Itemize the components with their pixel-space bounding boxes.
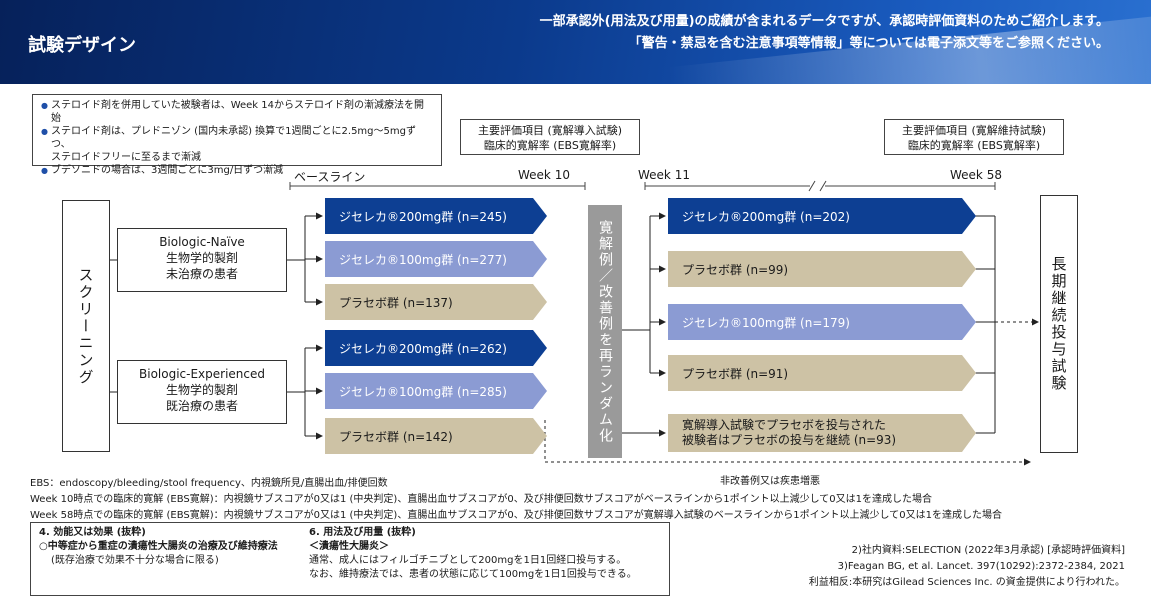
timeline-week10: Week 10 — [518, 168, 570, 182]
indication-dosage-box: 4. 効能又は効果 (抜粋) ○中等症から重症の潰瘍性大腸炎の治療及び維持療法 … — [30, 522, 670, 596]
maintenance-endpoint-box: 主要評価項目 (寛解維持試験) 臨床的寛解率 (EBS寛解率) — [884, 119, 1064, 155]
dosage-line: 通常、成人にはフィルゴチニブとして200mgを1日1回経口投与する。 — [309, 555, 627, 566]
screening-box: スクリーニング — [62, 200, 110, 452]
population-desc: 生物学的製剤 — [165, 383, 238, 397]
non-responder-label: 非改善例又は疾患増悪 — [720, 476, 820, 487]
references: 2)社内資料:SELECTION (2022年3月承認) [承認時評価資料] 3… — [809, 543, 1125, 591]
steroid-note-continued: ステロイドフリーに至るまで漸減 — [51, 152, 201, 163]
timeline-baseline: ベースライン — [294, 170, 366, 184]
maintenance-endpoint-line1: 主要評価項目 (寛解維持試験) — [901, 124, 1047, 137]
indication-section: 4. 効能又は効果 (抜粋) ○中等症から重症の潰瘍性大腸炎の治療及び維持療法 … — [39, 526, 278, 568]
dosage-heading: 6. 用法及び用量 (抜粋) — [309, 527, 416, 538]
induction-arm: プラセボ群 (n=142) — [325, 418, 547, 454]
long-term-label: 長期継続投与試験 — [1049, 256, 1068, 392]
maintenance-arm-line1: 寛解導入試験でプラセボを投与された — [682, 418, 887, 432]
timeline-week58: Week 58 — [950, 168, 1002, 182]
dosage-section: 6. 用法及び用量 (抜粋) ＜潰瘍性大腸炎＞ 通常、成人にはフィルゴチニブとし… — [309, 526, 637, 582]
reference: 3)Feagan BG, et al. Lancet. 397(10292):2… — [837, 561, 1125, 572]
induction-endpoint-line2: 臨床的寛解率 (EBS寛解率) — [483, 139, 617, 152]
maintenance-endpoint-line2: 臨床的寛解率 (EBS寛解率) — [907, 139, 1041, 152]
maintenance-arm: ジセレカ®200mg群 (n=202) — [668, 198, 976, 234]
long-term-extension-box: 長期継続投与試験 — [1040, 195, 1078, 453]
steroid-note: ブデソニドの場合は、3週間ごとに3mg/日ずつ漸減 — [41, 164, 433, 177]
header-note-line2: 「警告・禁忌を含む注意事項等情報」等については電子添文等をご参照ください。 — [628, 36, 1109, 51]
induction-arm: ジセレカ®100mg群 (n=277) — [325, 241, 547, 277]
timeline-week11: Week 11 — [638, 168, 690, 182]
maintenance-arm-line2: 被験者はプラセボの投与を継続 (n=93) — [682, 433, 897, 447]
header-note-line1: 一部承認外(用法及び用量)の成績が含まれるデータですが、承認時評価資料のためご紹… — [539, 14, 1109, 29]
footnote: Week 10時点での臨床的寛解 (EBS寛解)：内視鏡サブスコアが0又は1 (… — [30, 494, 932, 505]
rerandomization-label: 寛解例／改善例を再ランダム化 — [597, 219, 613, 444]
footnote: Week 58時点での臨床的寛解 (EBS寛解)：内視鏡サブスコアが0又は1 (… — [30, 510, 1002, 521]
induction-endpoint-box: 主要評価項目 (寛解導入試験) 臨床的寛解率 (EBS寛解率) — [460, 119, 640, 155]
induction-endpoint-line1: 主要評価項目 (寛解導入試験) — [477, 124, 623, 137]
population-biologic-naive: Biologic-Naïve 生物学的製剤 未治療の患者 — [117, 228, 287, 292]
steroid-taper-notes: ステロイド剤を併用していた被験者は、Week 14からステロイド剤の漸減療法を開… — [32, 94, 442, 177]
screening-label: スクリーニング — [76, 266, 95, 386]
indication-line: ○中等症から重症の潰瘍性大腸炎の治療及び維持療法 — [39, 541, 278, 552]
induction-arm: ジセレカ®200mg群 (n=245) — [325, 198, 547, 234]
induction-arm: ジセレカ®100mg群 (n=285) — [325, 373, 547, 409]
induction-arm: ジセレカ®200mg群 (n=262) — [325, 330, 547, 366]
population-desc: 未治療の患者 — [165, 267, 238, 281]
steroid-note: ステロイド剤は、プレドニゾン (国内未承認) 換算で1週間ごとに2.5mg～5m… — [41, 125, 433, 151]
population-biologic-experienced: Biologic-Experienced 生物学的製剤 既治療の患者 — [117, 360, 287, 424]
rerandomization-bar: 寛解例／改善例を再ランダム化 — [588, 205, 622, 458]
induction-arm: プラセボ群 (n=137) — [325, 284, 547, 320]
dosage-line: なお、維持療法では、患者の状態に応じて100mgを1日1回投与できる。 — [309, 569, 637, 580]
header-banner: 試験デザイン 一部承認外(用法及び用量)の成績が含まれるデータですが、承認時評価… — [0, 0, 1151, 84]
footnote: EBS：endoscopy/bleeding/stool frequency、内… — [30, 478, 388, 489]
reference: 利益相反:本研究はGilead Sciences Inc. の資金提供により行わ… — [808, 577, 1125, 588]
reference: 2)社内資料:SELECTION (2022年3月承認) [承認時評価資料] — [851, 545, 1125, 556]
population-desc: 生物学的製剤 — [165, 251, 238, 265]
population-name: Biologic-Experienced — [139, 367, 265, 381]
dosage-line: ＜潰瘍性大腸炎＞ — [309, 541, 389, 552]
indication-line: (既存治療で効果不十分な場合に限る) — [51, 555, 219, 566]
maintenance-arm: ジセレカ®100mg群 (n=179) — [668, 304, 976, 340]
page-title: 試験デザイン — [28, 35, 136, 56]
maintenance-arm-placebo-continued: 寛解導入試験でプラセボを投与された 被験者はプラセボの投与を継続 (n=93) — [668, 414, 976, 452]
maintenance-arm: プラセボ群 (n=99) — [668, 251, 976, 287]
maintenance-arm: プラセボ群 (n=91) — [668, 355, 976, 391]
population-name: Biologic-Naïve — [159, 235, 245, 249]
population-desc: 既治療の患者 — [165, 399, 238, 413]
indication-heading: 4. 効能又は効果 (抜粋) — [39, 527, 146, 538]
steroid-note: ステロイド剤を併用していた被験者は、Week 14からステロイド剤の漸減療法を開… — [41, 99, 433, 125]
footnotes: EBS：endoscopy/bleeding/stool frequency、内… — [30, 476, 1002, 524]
